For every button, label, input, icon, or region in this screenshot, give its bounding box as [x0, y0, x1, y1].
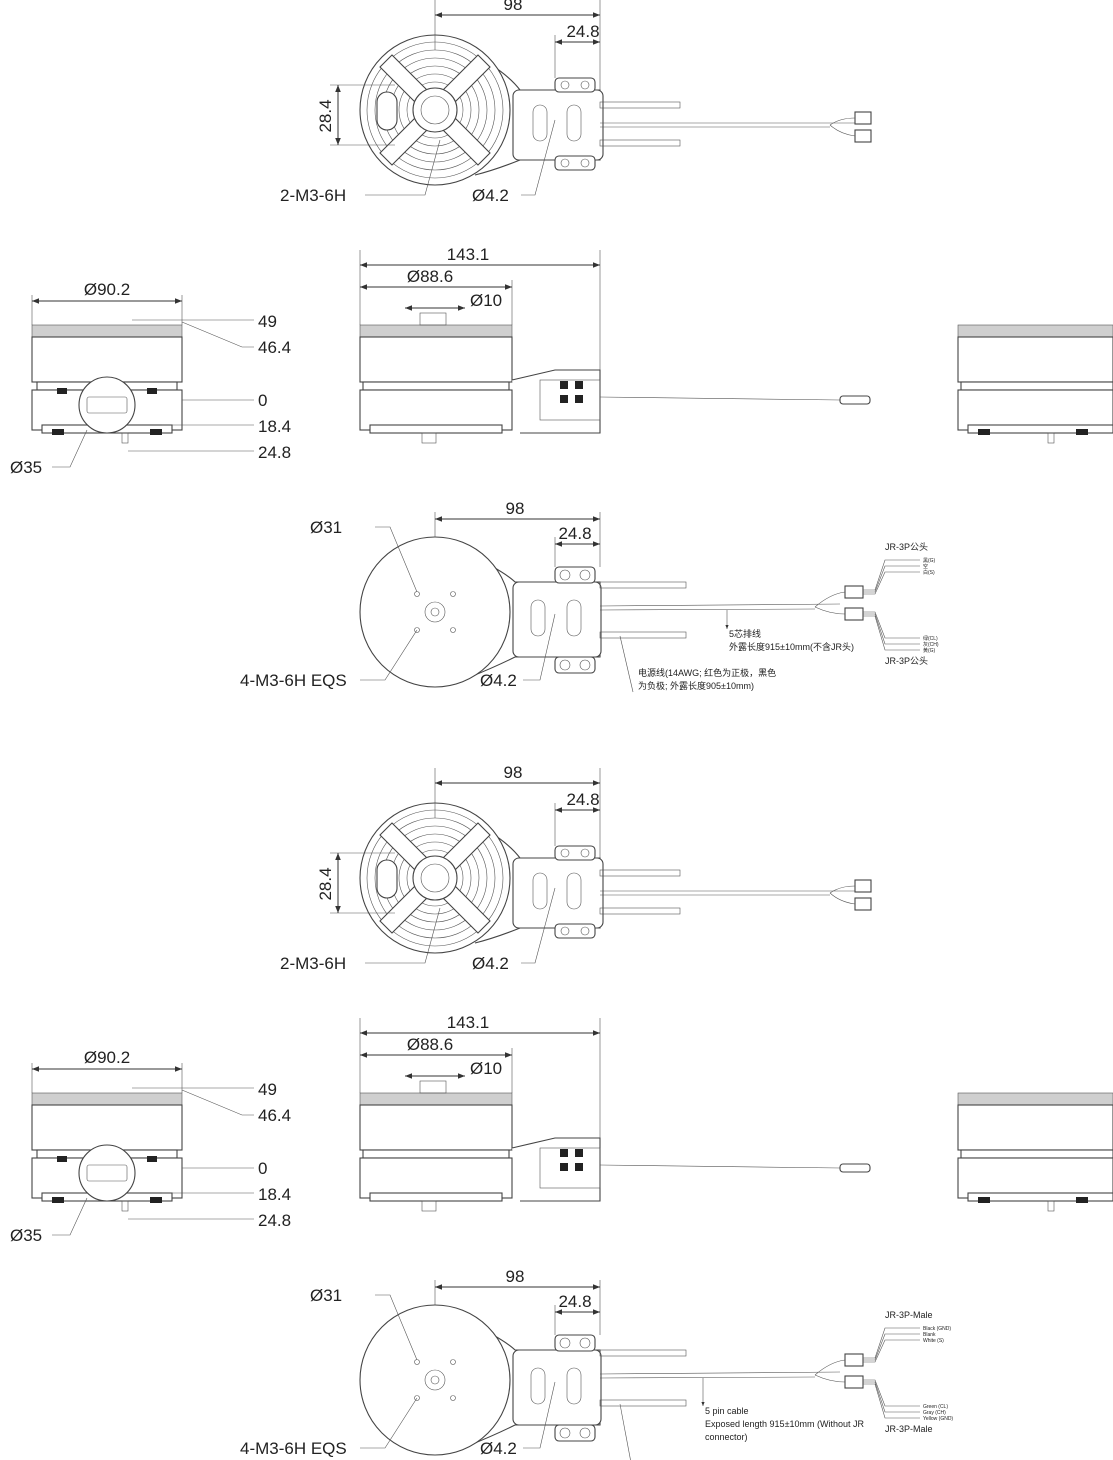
- label-hole: Ø4.2: [472, 954, 509, 973]
- dim-length: 143.1: [447, 245, 490, 264]
- dim-width: 98: [506, 1267, 525, 1286]
- dim-bottom-diameter: Ø35: [10, 1226, 42, 1245]
- level-3: 18.4: [258, 417, 291, 436]
- level-3: 18.4: [258, 1185, 291, 1204]
- dim-mount: 24.8: [566, 790, 599, 809]
- wire-top-1: Blank: [923, 1332, 936, 1338]
- level-4: 24.8: [258, 1211, 291, 1230]
- dim-bottom-diameter: Ø35: [10, 458, 42, 477]
- label-hole: Ø4.2: [472, 186, 509, 205]
- wire-bottom-1: Gray (CH): [923, 1410, 946, 1416]
- wire-top-0: Black (GND): [923, 1326, 951, 1332]
- dim-shaft: Ø10: [470, 291, 502, 310]
- wire-bottom-1: 灰(CH): [923, 641, 939, 648]
- signal-cable-line-0: 5 pin cable: [705, 1406, 749, 1416]
- level-0: 49: [258, 312, 277, 331]
- signal-cable-line-1: Exposed length 915±10mm (Without JR: [705, 1419, 865, 1429]
- wire-top-0: 黑(G): [923, 558, 936, 564]
- level-0: 49: [258, 1080, 277, 1099]
- label-screw: 2-M3-6H: [280, 954, 346, 973]
- wire-bottom-2: Yellow (GND): [923, 1416, 953, 1422]
- dim-width: 98: [504, 763, 523, 782]
- dim-width: 98: [506, 499, 525, 518]
- dim-front-diameter: Ø88.6: [407, 267, 453, 286]
- dim-hole-spacing: 28.4: [316, 99, 335, 132]
- dim-hole-spacing: 28.4: [316, 867, 335, 900]
- wire-top-2: 白(S): [923, 569, 935, 576]
- dim-side-diameter: Ø90.2: [84, 1048, 130, 1067]
- power-cable-line-0: 电源线(14AWG; 红色为正极，黑色: [638, 667, 776, 678]
- connector-top: JR-3P公头: [885, 542, 928, 552]
- dim-mount: 24.8: [566, 22, 599, 41]
- wire-bottom-2: 黄(G): [923, 647, 936, 654]
- power-cable-line-1: 为负极; 外露长度905±10mm): [638, 680, 754, 691]
- signal-cable-line-2: connector): [705, 1432, 748, 1442]
- wire-top-1: 空: [923, 563, 928, 570]
- dim-length: 143.1: [447, 1013, 490, 1032]
- label-hole: Ø4.2: [480, 1439, 517, 1458]
- dim-shaft: Ø10: [470, 1059, 502, 1078]
- wire-bottom-0: 绿(CL): [923, 635, 938, 642]
- label-screw: 4-M3-6H EQS: [240, 671, 347, 690]
- signal-cable-line-0: 5芯排线: [729, 628, 761, 639]
- label-screw: 2-M3-6H: [280, 186, 346, 205]
- wire-bottom-0: Green (CL): [923, 1404, 948, 1410]
- dim-width: 98: [504, 0, 523, 14]
- label-hole: Ø4.2: [480, 671, 517, 690]
- level-2: 0: [258, 391, 267, 410]
- connector-bottom: JR-3P公头: [885, 656, 928, 666]
- wire-top-2: White (S): [923, 1338, 944, 1344]
- level-4: 24.8: [258, 443, 291, 462]
- dim-front-diameter: Ø88.6: [407, 1035, 453, 1054]
- signal-cable-line-1: 外露长度915±10mm(不含JR头): [729, 641, 854, 652]
- dim-mount: 24.8: [558, 524, 591, 543]
- dim-side-diameter: Ø90.2: [84, 280, 130, 299]
- label-screw: 4-M3-6H EQS: [240, 1439, 347, 1458]
- level-2: 0: [258, 1159, 267, 1178]
- level-1: 46.4: [258, 338, 291, 357]
- label-circle: Ø31: [310, 1286, 342, 1305]
- level-1: 46.4: [258, 1106, 291, 1125]
- dim-mount: 24.8: [558, 1292, 591, 1311]
- label-circle: Ø31: [310, 518, 342, 537]
- connector-top: JR-3P-Male: [885, 1310, 933, 1320]
- connector-bottom: JR-3P-Male: [885, 1424, 933, 1434]
